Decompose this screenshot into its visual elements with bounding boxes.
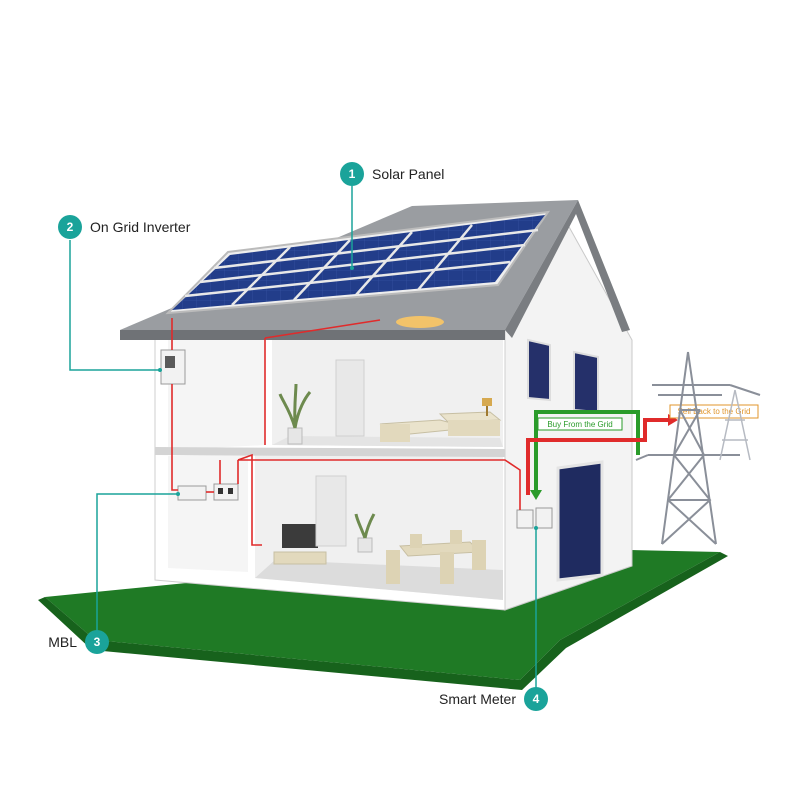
callout-label-on-grid-inverter: On Grid Inverter — [90, 219, 191, 235]
callout-label-smart-meter: Smart Meter — [439, 691, 516, 707]
callout-on-grid-inverter: 2 On Grid Inverter — [58, 215, 191, 239]
callout-mbl: 3 MBL — [48, 630, 109, 654]
mbl-device — [177, 483, 239, 501]
tv-illustration — [273, 524, 327, 565]
side-glass-door — [556, 460, 604, 582]
lower-door — [315, 475, 347, 547]
callout-label-mbl: MBL — [48, 634, 77, 650]
floor-slab — [155, 447, 505, 457]
room-lower-left — [168, 454, 248, 572]
callout-solar-panel: 1 Solar Panel — [340, 162, 444, 186]
callout-badge — [58, 215, 82, 239]
callout-leaders — [69, 186, 537, 688]
ceiling-light — [396, 316, 444, 328]
ground-edge — [38, 552, 728, 690]
buy-from-grid-label: Buy From the Grid — [547, 420, 612, 429]
roof-gable — [505, 200, 630, 338]
beds-illustration — [379, 398, 502, 442]
solar-panel-array — [165, 210, 551, 315]
callout-badge — [524, 687, 548, 711]
upper-plant-illustration — [278, 383, 312, 445]
callout-label-solar-panel: Solar Panel — [372, 166, 444, 182]
buy-from-grid-tag: Buy From the Grid — [537, 417, 623, 431]
sell-to-grid-tag: Sell Back to the Grid — [669, 404, 759, 419]
side-windows — [527, 338, 599, 414]
buy-from-grid-arrow — [530, 410, 640, 500]
callout-badge — [340, 162, 364, 186]
callout-number: 2 — [67, 220, 74, 234]
dining-set-illustration — [386, 530, 486, 584]
on-grid-inverter-device — [160, 349, 186, 385]
electrical-wiring — [171, 318, 521, 546]
callout-smart-meter: 4 Smart Meter — [439, 687, 548, 711]
smart-meter-device — [516, 507, 553, 529]
upper-door — [335, 359, 365, 437]
callout-number: 4 — [533, 692, 540, 706]
transmission-tower-illustration — [635, 351, 761, 545]
room-upper-left — [168, 330, 265, 450]
lower-plant-illustration — [354, 513, 376, 553]
roof-eave — [120, 330, 505, 340]
callout-number: 3 — [94, 635, 101, 649]
sell-to-grid-label: Sell Back to the Grid — [678, 407, 751, 416]
callout-number: 1 — [349, 167, 356, 181]
callout-badge — [85, 630, 109, 654]
distant-tower-illustration — [719, 389, 751, 461]
